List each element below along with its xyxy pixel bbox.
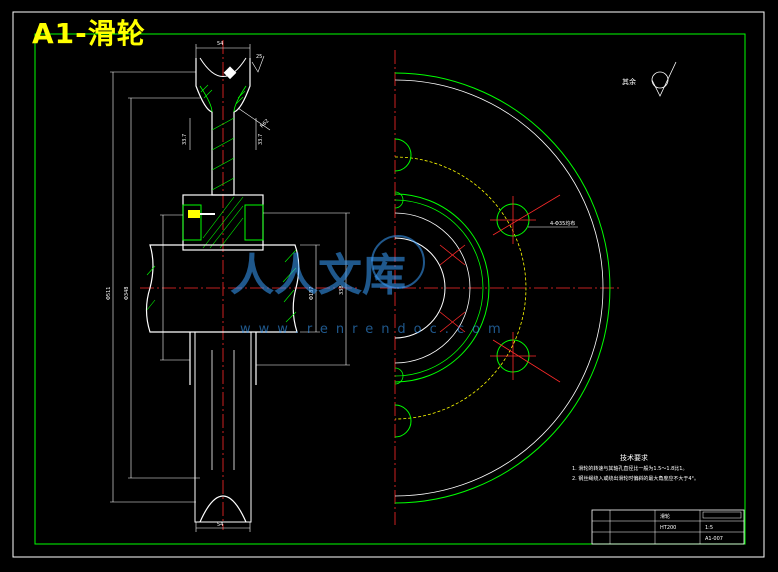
front-view: 4-Φ35均布 其余 <box>380 50 677 525</box>
shaft-break-hatch <box>146 249 297 323</box>
hole-top-half <box>394 138 412 172</box>
dim-groove-angle: 25 <box>256 54 262 60</box>
outer-frame <box>12 11 765 558</box>
title-block-scale: 1:5 <box>705 525 713 531</box>
title-block-drawing-no: A1-007 <box>705 536 723 542</box>
right-bearing <box>244 204 264 241</box>
groove-top-arc <box>199 57 247 77</box>
section-view: 54 25 R62 33.7 33.7 Φ511 Φ348 Φ187 338 5… <box>106 40 360 532</box>
dimension-lines <box>110 44 350 532</box>
hub-outer-arc <box>394 212 471 364</box>
hole-center-marks <box>439 194 561 383</box>
web-inner-arc <box>394 193 490 383</box>
rim-top-hatch <box>200 84 246 191</box>
groove-bottom-arc <box>199 495 247 523</box>
hole-note: 4-Φ35均布 <box>550 220 575 227</box>
watermark-url: www.renrendoc.com <box>240 322 509 337</box>
bolt-head <box>188 210 200 218</box>
outer-rim-inner-arc <box>394 79 604 497</box>
small-half-holes <box>394 191 404 385</box>
watermark: 人人文库 www.renrendoc.com <box>230 235 509 337</box>
lower-rim-outline <box>194 331 252 523</box>
requirements-heading: 技术要求 <box>620 453 648 462</box>
roughness-symbol <box>651 61 677 97</box>
title-block-name: 滑轮 <box>660 513 670 520</box>
dim-top-width: 54 <box>217 41 223 47</box>
title-block: 滑轮 HT200 1:5 A1-007 <box>591 509 745 545</box>
lower-web <box>189 332 257 385</box>
requirement-2: 2. 钢丝绳绕入或绕出滑轮时偏斜的最大角度应不大于4°。 <box>572 475 699 482</box>
title-block-material: HT200 <box>660 525 676 531</box>
dim-hub-dia: Φ187 <box>309 287 315 300</box>
requirement-1: 1. 滑轮的转速与其轴孔直径比一般为1.5～1.8比1。 <box>572 465 687 472</box>
shaft-outline <box>145 244 300 333</box>
dim-bottom-width: 54 <box>217 522 223 528</box>
roughness-note-label: 其余 <box>622 77 636 86</box>
technical-requirements: 技术要求 1. 滑轮的转速与其轴孔直径比一般为1.5～1.8比1。 2. 钢丝绳… <box>572 453 699 482</box>
inner-frame <box>34 33 746 545</box>
groove-roughness-marker <box>223 66 237 80</box>
outer-rim-arc <box>394 72 611 504</box>
dim-right-small: 33.7 <box>258 134 264 145</box>
watermark-text: 人人文库 <box>230 250 406 301</box>
left-bearing <box>182 204 202 241</box>
dim-outer-dia: Φ511 <box>106 287 112 300</box>
hole-pitch-circle <box>394 156 527 420</box>
hole-bottom-half <box>394 404 412 438</box>
dim-left-small: 33.7 <box>182 134 188 145</box>
dim-groove-radius: R62 <box>259 118 270 129</box>
hub-hatch <box>202 196 244 249</box>
dim-shaft-len: 338 <box>339 285 345 295</box>
drawing-title: A1-滑轮 <box>32 17 146 50</box>
rim-top-hatch-edge <box>199 85 247 113</box>
dim-inner-dia: Φ348 <box>124 287 130 300</box>
web-inner-arc-2 <box>394 199 484 377</box>
